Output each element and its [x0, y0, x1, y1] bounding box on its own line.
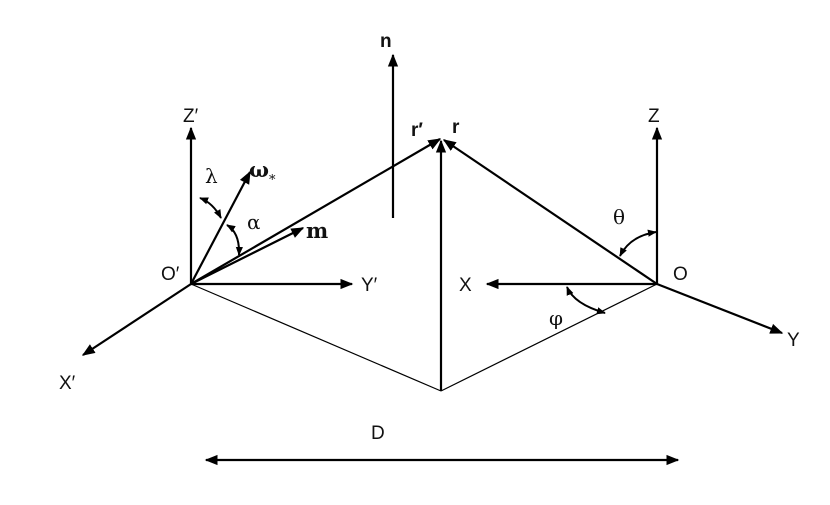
- o-prime-label: O′: [161, 264, 180, 285]
- alpha-label: α: [247, 210, 261, 234]
- x-prime-label: X′: [59, 373, 76, 394]
- lambda-arc: [199, 197, 222, 219]
- y-label: Y: [787, 330, 800, 351]
- phi-arc: [566, 286, 606, 315]
- o-label: O: [673, 264, 688, 285]
- theta-label: θ: [613, 205, 625, 229]
- r-prime-vector: [190, 138, 442, 285]
- y-prime-label: Y′: [361, 275, 378, 296]
- alpha-arc: [226, 224, 243, 256]
- n-label: n: [380, 31, 392, 52]
- z-label: Z: [648, 106, 660, 127]
- x-prime-axis: [81, 283, 192, 356]
- x-label: X: [459, 275, 472, 296]
- m-label: m: [306, 218, 328, 243]
- projection-line-left: [190, 283, 442, 392]
- r-label: r: [452, 117, 460, 138]
- r-prime-label: r′: [411, 120, 423, 141]
- theta-arc: [619, 229, 657, 257]
- y-axis: [656, 282, 784, 335]
- m-vector: [190, 227, 305, 285]
- projection-line-right: [440, 283, 658, 392]
- lambda-label: λ: [205, 164, 218, 188]
- omega-vector: [190, 170, 251, 285]
- d-label: D: [371, 423, 385, 444]
- r-vector: [442, 139, 658, 285]
- z-prime-label: Z′: [183, 106, 199, 127]
- omega-label: ω: [249, 157, 269, 182]
- omega-subscript: *: [269, 173, 276, 188]
- phi-label: φ: [549, 306, 563, 330]
